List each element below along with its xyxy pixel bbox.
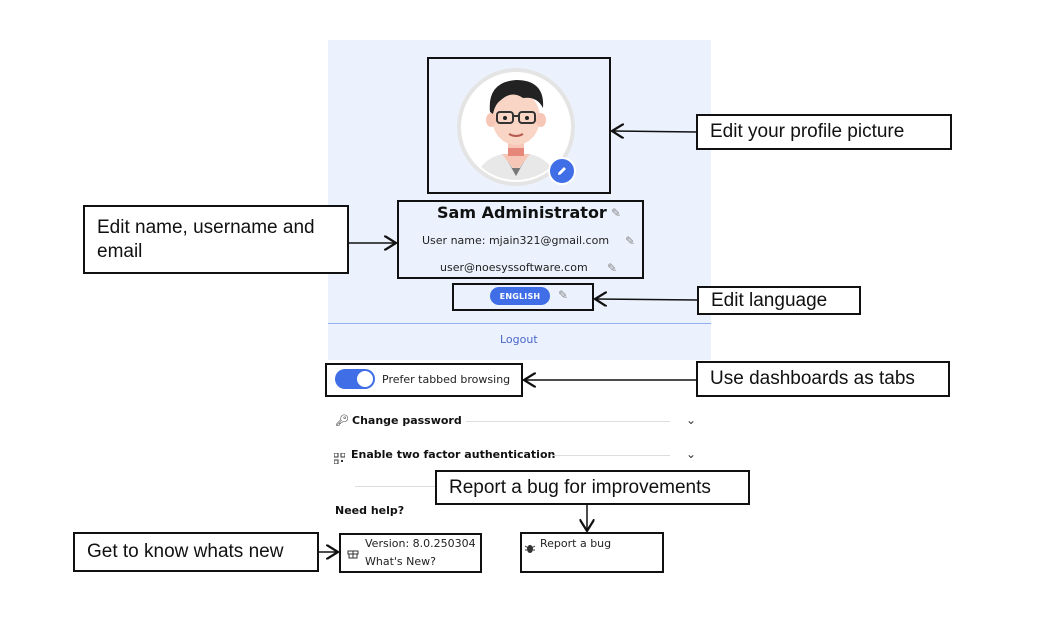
tabbed-browsing-label: Prefer tabbed browsing <box>382 373 511 386</box>
version-text: Version: 8.0.250304 <box>365 537 476 550</box>
two-factor-rule <box>552 455 670 456</box>
pencil-icon <box>558 167 566 175</box>
whats-new-link[interactable]: What's New? <box>365 555 436 568</box>
edit-username-pencil-icon[interactable]: ✎ <box>625 234 636 248</box>
edit-avatar-button[interactable] <box>548 157 576 185</box>
key-icon: 🔑︎ <box>335 414 349 427</box>
two-factor-label[interactable]: Enable two factor authentication <box>351 448 556 461</box>
email-text: user@noesyssoftware.com <box>440 261 588 274</box>
toggle-knob <box>357 371 373 387</box>
callout-profile-picture: Edit your profile picture <box>696 114 952 150</box>
chevron-down-icon[interactable]: ⌄ <box>686 447 697 461</box>
callout-name-email: Edit name, username and email <box>83 205 349 274</box>
edit-email-pencil-icon[interactable]: ✎ <box>607 261 618 275</box>
change-password-label[interactable]: Change password <box>352 414 462 427</box>
logout-link[interactable]: Logout <box>500 333 538 346</box>
chevron-down-icon[interactable]: ⌄ <box>686 413 697 427</box>
panel-divider <box>328 323 711 324</box>
edit-language-pencil-icon[interactable]: ✎ <box>558 288 569 302</box>
edit-name-pencil-icon[interactable]: ✎ <box>611 206 622 220</box>
profile-name: Sam Administrator <box>437 203 607 222</box>
username-text: User name: mjain321@gmail.com <box>422 234 610 247</box>
avatar-illustration <box>463 74 569 180</box>
bug-icon <box>524 539 536 558</box>
section-divider <box>355 486 435 487</box>
report-bug-link[interactable]: Report a bug <box>540 537 612 550</box>
language-badge[interactable]: ENGLISH <box>490 287 550 305</box>
callout-whats-new: Get to know whats new <box>73 532 319 572</box>
callout-language: Edit language <box>697 286 861 315</box>
gift-icon <box>347 544 359 563</box>
need-help-heading: Need help? <box>335 504 405 517</box>
callout-tabs: Use dashboards as tabs <box>696 361 950 397</box>
callout-report-bug: Report a bug for improvements <box>435 470 750 505</box>
change-password-rule <box>466 421 670 422</box>
